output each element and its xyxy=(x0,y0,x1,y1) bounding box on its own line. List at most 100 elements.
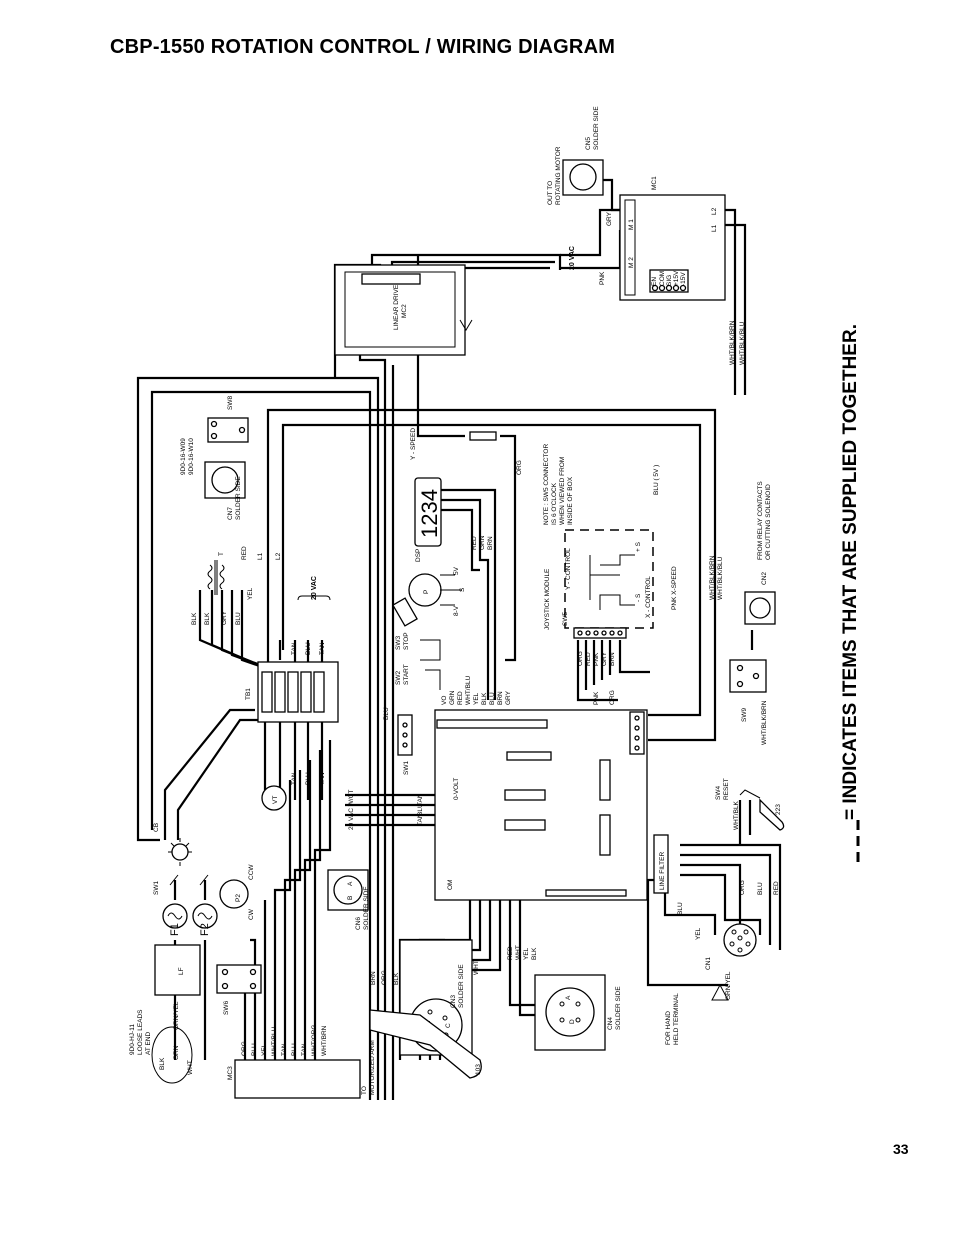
gry-t-label: GRY xyxy=(221,610,228,625)
cw-label: CW xyxy=(248,908,255,920)
wht-blu-board-label: WHT/BLU xyxy=(465,675,472,705)
p15v-label: +15V xyxy=(673,270,680,286)
sw9-label: SW9 xyxy=(741,708,748,722)
cn6-label: CN6 xyxy=(355,917,362,930)
connector-cn5: CN5 SOLDER SIDE OUT TO ROTATING MOTOR 20… xyxy=(547,106,613,285)
leads-3-label: AT END xyxy=(145,1031,152,1055)
lf-label: LF xyxy=(178,967,185,975)
dsp-label: DSP xyxy=(415,549,422,562)
line-filter-lf: LF xyxy=(154,944,201,996)
wht-blk-brn-sw9-label: WHT/BLK/BRN xyxy=(761,700,768,745)
vo-label: VO xyxy=(441,696,448,705)
controller-mc1: MC1 M 1 M 2 L2 L1 EN COM SIG +15V -15V xyxy=(619,176,726,301)
grn-yel-cn1-label: GRN/YEL xyxy=(725,971,732,1000)
relay-sw9: SW9 WHT/BLK/BRN xyxy=(729,659,768,745)
f2-label: F2 xyxy=(199,923,211,936)
wht-cn4-label: WHT xyxy=(515,945,522,960)
blk-t2-label: BLK xyxy=(204,612,211,625)
t-label: T xyxy=(218,552,225,556)
vac20-t-label: 20 VAC xyxy=(311,576,318,600)
cn5-label: CN5 xyxy=(585,137,592,150)
wht-brn-mc3-label: WHT/BRN xyxy=(321,1025,328,1056)
blu-sw-label: BLU xyxy=(383,707,390,720)
blu-5v-label: BLU ( 5V ) xyxy=(653,465,660,495)
wht-blu-mc3-label: WHT/BLU xyxy=(271,1026,278,1056)
wht-org-mc3-label: WHT/ORG xyxy=(311,1025,318,1056)
connector-cn1: CN1 GRN/YEL FOR HAND HELD TERMINAL xyxy=(665,923,757,1045)
mc2-label: MC2 xyxy=(401,304,408,318)
note-line-4: INSIDE OF BOX xyxy=(567,476,574,525)
to-motorized-2-label: MOTORIZED ARM xyxy=(369,1040,376,1095)
tan-3-label: TAN xyxy=(291,772,298,785)
cn3-side-label: SOLDER SIDE xyxy=(458,964,465,1008)
main-control-board: 0-VOLT OM xyxy=(434,709,648,901)
potentiometer-p2: P2 CCW CW xyxy=(219,864,255,920)
for-hand-2-label: HELD TERMINAL xyxy=(673,993,680,1045)
org-cn3-label: ORG xyxy=(381,970,388,985)
en-label: EN xyxy=(651,277,658,286)
red-cn4-label: RED xyxy=(507,946,514,960)
grn-board-label: GRN xyxy=(449,690,456,705)
sw1-label: SW1 xyxy=(403,761,410,775)
sig-label: SIG xyxy=(666,275,673,286)
blu-mc3-label: BLU xyxy=(251,1043,258,1056)
linear-drive-label: LINEAR DRIVE xyxy=(393,284,400,330)
zero-volt-label: 0-VOLT xyxy=(453,778,460,800)
cn7-side-label: SOLDER SIDE xyxy=(235,476,242,520)
brn-board-label: BRN xyxy=(497,691,504,705)
from-relay-2-label: OR CUTTING SOLENOID xyxy=(765,484,772,560)
to-motorized-1-label: TO xyxy=(361,1086,368,1095)
brn-joy-label: BRN xyxy=(609,652,616,666)
blu-3-label: BLU xyxy=(417,803,424,816)
switch-sw8: SW8 xyxy=(207,396,249,443)
circuit-breaker-cb: CB xyxy=(153,823,192,866)
m2-label: M 2 xyxy=(628,257,635,268)
cn4-pin-d: D xyxy=(569,1019,576,1024)
red-board-label: RED xyxy=(457,691,464,705)
wht-blk-blu-mid-label: WHT/BLK/BLU xyxy=(717,556,724,600)
wht-cn3-label: WHT xyxy=(473,960,480,975)
connector-cn6: A B CN6 SOLDER SIDE xyxy=(327,869,370,930)
pnk-joy-label: PNK xyxy=(593,652,600,666)
part-9d09-label: 9D0-16-W09 xyxy=(180,438,187,475)
com-label: COM xyxy=(659,271,666,286)
org-right-label: ORG xyxy=(516,460,523,475)
power-switch-sw1: SW1 xyxy=(153,874,209,895)
brn-cn3-label: BRN xyxy=(370,971,377,985)
red-t-label: RED xyxy=(241,546,248,560)
yel-cn4-label: YEL xyxy=(523,947,530,960)
grn-dsp-label: GRN xyxy=(479,535,486,550)
x-control-label: X - CONTROL xyxy=(645,576,652,618)
leads-2-label: LOOSE LEADS xyxy=(137,1009,144,1055)
y-speed-label: Y - SPEED xyxy=(410,428,417,460)
cn3-label: CN3 xyxy=(450,995,457,1008)
5v-label: 5V xyxy=(453,566,460,575)
tan-2-label: TAN xyxy=(319,642,326,655)
tan-4-label: TAN xyxy=(319,772,326,785)
l1-label: L1 xyxy=(711,224,718,232)
yel-board-label: YEL xyxy=(473,692,480,705)
blk-cord-label: BLK xyxy=(159,1057,166,1070)
tan-6-label: TAN xyxy=(417,813,424,826)
reset-switch-sw4: SW4 RESET WHT/BLK 223 xyxy=(715,778,785,831)
power-cord: 9D0-HJ-11 LOOSE LEADS AT END BLK GRN/YEL… xyxy=(129,1001,194,1084)
cn1-label: CN1 xyxy=(705,957,712,970)
connector-cn7: 9D0-16-W09 9D0-16-W10 CN7 SOLDER SIDE xyxy=(180,438,246,520)
sw4-label: SW4 xyxy=(715,786,722,800)
note-line-1: NOTE : SW5 CONNECTOR xyxy=(543,444,550,525)
note-line-2: IS 6 O'CLOCK xyxy=(551,482,558,525)
reset-label: RESET xyxy=(723,778,730,800)
8v-label: 8-V xyxy=(453,605,460,616)
ccw-label: CCW xyxy=(248,864,255,880)
m1-label: M 1 xyxy=(628,219,635,230)
page-title: CBP-1550 ROTATION CONTROL / WIRING DIAGR… xyxy=(110,36,616,58)
for-hand-1-label: FOR HAND xyxy=(665,1011,672,1045)
red-cn1-label: RED xyxy=(773,881,780,895)
legend-text: = INDICATES ITEMS THAT ARE SUPPLIED TOGE… xyxy=(840,324,861,820)
grn-yel-cord-label: GRN/YEL xyxy=(173,1001,180,1030)
l2-label: L2 xyxy=(711,207,718,215)
wht-blk-brn-label: WHT/BLK/BRN xyxy=(729,320,736,365)
out-to-label: OUT TO xyxy=(547,181,554,205)
red-dsp-label: RED xyxy=(471,536,478,550)
yel-mc3-label: YEL xyxy=(261,1043,268,1056)
